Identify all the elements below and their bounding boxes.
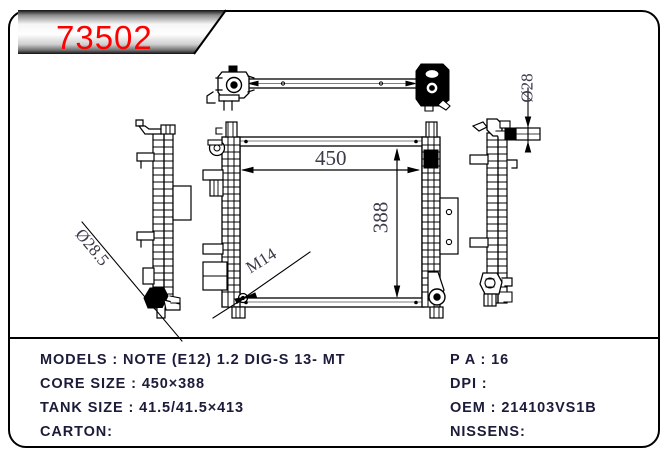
info-column-left: MODELS : NOTE (E12) 1.2 DIG-S 13- MT COR… (40, 348, 346, 444)
info-tank-size: TANK SIZE : 41.5/41.5×413 (40, 400, 244, 416)
info-core-size: CORE SIZE : 450×388 (40, 376, 205, 392)
part-number-tab: 73502 (8, 8, 233, 56)
part-number-text: 73502 (56, 19, 153, 56)
info-oem: OEM : 214103VS1B (450, 400, 597, 416)
panel-divider (10, 337, 660, 339)
dimension-core-width: 450 (315, 146, 347, 170)
info-column-right: P A : 16 DPI : OEM : 214103VS1B NISSENS: (450, 348, 597, 444)
info-dpi: DPI : (450, 376, 488, 392)
sheet-border (8, 10, 660, 448)
dimension-outlet-diameter: Ø28 (517, 73, 537, 103)
info-panel: MODELS : NOTE (E12) 1.2 DIG-S 13- MT COR… (10, 340, 660, 448)
info-models: MODELS : NOTE (E12) 1.2 DIG-S 13- MT (40, 352, 346, 368)
info-carton: CARTON: (40, 424, 113, 440)
info-pa: P A : 16 (450, 352, 510, 368)
info-nissens: NISSENS: (450, 424, 526, 440)
dimension-core-height: 388 (368, 201, 393, 234)
